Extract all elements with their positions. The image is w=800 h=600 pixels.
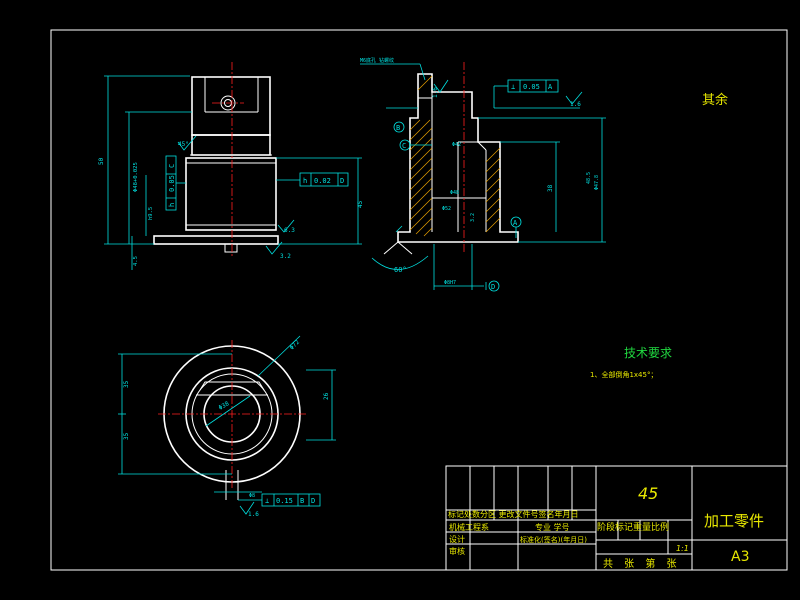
svg-text:M6底孔 钻螺纹: M6底孔 钻螺纹	[360, 57, 394, 64]
part-name: 加工零件	[704, 512, 764, 530]
sheet-size: A3	[731, 549, 749, 565]
scale-value: 1:1	[676, 544, 689, 553]
roughness-symbol	[565, 91, 583, 105]
stage-weight-scale: 阶段标记重量比例	[597, 521, 669, 533]
svg-text:1.6: 1.6	[432, 87, 439, 98]
svg-text:Φ8H7: Φ8H7	[444, 280, 456, 286]
svg-text:60°: 60°	[394, 266, 407, 274]
svg-text:0.02: 0.02	[314, 177, 331, 185]
title-block: 45 加工零件 A3 1:1 标记处数分区 更改文件号签名年月日 机械工程系 专…	[445, 465, 788, 571]
front-body	[185, 157, 277, 231]
tech-requirement-item: 1、全部倒角1x45°；	[590, 370, 657, 379]
svg-text:A: A	[513, 219, 518, 227]
svg-text:Φ52: Φ52	[442, 206, 451, 212]
svg-text:38: 38	[547, 184, 554, 192]
svg-text:6.3: 6.3	[284, 227, 295, 234]
svg-text:Φ72: Φ72	[288, 339, 301, 352]
roughness-symbol	[177, 135, 197, 151]
svg-text:D: D	[311, 497, 315, 505]
svg-text:B: B	[300, 497, 304, 505]
svg-text:Φ8: Φ8	[249, 493, 255, 499]
svg-text:50: 50	[98, 157, 105, 165]
svg-text:Φ38: Φ38	[218, 400, 231, 412]
svg-text:45°: 45°	[178, 141, 189, 148]
svg-text:Φ42: Φ42	[452, 142, 461, 148]
roughness-symbol	[265, 241, 283, 255]
roughness-symbol	[433, 79, 449, 93]
svg-text:B: B	[396, 124, 400, 132]
section-view: M6底孔 钻螺纹 ⊥ 0.05 A 1.6 B C 1.6 Φ42 Φ48 Φ5…	[360, 57, 606, 292]
svg-text:26: 26	[323, 392, 330, 400]
svg-text:1.6: 1.6	[570, 101, 581, 108]
svg-text:48.5: 48.5	[586, 172, 592, 184]
datum-b-marker	[393, 121, 405, 133]
front-flange	[153, 235, 279, 245]
svg-text:h: h	[168, 203, 176, 207]
svg-text:⊥: ⊥	[511, 83, 515, 91]
front-view: 50 Φ48+0.025 h9.5 4.5 45 C 0.05 h h 0.02	[98, 62, 364, 270]
other-roughness-note: 其余	[702, 92, 728, 108]
svg-text:h: h	[303, 177, 307, 185]
front-neck	[191, 134, 271, 156]
front-threaded-hole	[220, 95, 236, 111]
svg-text:C: C	[402, 142, 406, 150]
material-label: 45	[638, 484, 658, 503]
svg-text:Φ48: Φ48	[450, 190, 459, 196]
top-fcf: ⊥ 0.15 B D	[261, 493, 321, 507]
standardization-label: 标准化(签名)(年月日)	[520, 535, 587, 544]
svg-text:Φ47.8: Φ47.8	[594, 175, 600, 190]
department: 机械工程系	[449, 522, 489, 532]
svg-text:h9.5: h9.5	[148, 207, 154, 220]
section-hatch	[409, 75, 501, 237]
front-fcf-right: h 0.02 D	[276, 172, 349, 187]
svg-text:⊥: ⊥	[265, 497, 269, 505]
svg-text:3.2: 3.2	[470, 213, 476, 222]
tech-requirements-title: 技术要求	[624, 346, 672, 360]
svg-text:35: 35	[123, 380, 130, 388]
revision-header: 标记处数分区 更改文件号签名年月日	[448, 509, 579, 519]
section-outline	[397, 73, 519, 243]
designer-label: 设计	[449, 534, 465, 544]
svg-text:C: C	[168, 164, 176, 168]
top-view: 35 35 26 Φ72 Φ38 ⊥ 0.15 B D Φ8 1.6	[118, 335, 336, 518]
svg-text:35: 35	[123, 432, 130, 440]
svg-text:D: D	[491, 283, 495, 291]
svg-text:0.05: 0.05	[523, 83, 540, 91]
svg-text:4.5: 4.5	[133, 256, 139, 266]
roughness-symbol	[239, 501, 255, 515]
roughness-symbol	[277, 219, 295, 233]
datum-d-marker	[488, 280, 500, 292]
svg-text:3.2: 3.2	[280, 253, 291, 260]
audit-label: 审核	[449, 546, 465, 556]
svg-text:0.15: 0.15	[276, 497, 293, 505]
major-id: 专业 学号	[535, 522, 570, 532]
front-fcf-left: C 0.05 h	[165, 155, 186, 211]
svg-text:A: A	[548, 83, 553, 91]
svg-text:0.05: 0.05	[168, 175, 176, 192]
svg-text:1.6: 1.6	[248, 511, 259, 518]
svg-text:D: D	[340, 177, 344, 185]
drawing-border	[50, 29, 788, 571]
svg-text:Φ48+0.025: Φ48+0.025	[133, 162, 139, 192]
sheet-count: 共 张 第 张	[603, 557, 681, 570]
section-fcf: ⊥ 0.05 A	[493, 79, 559, 108]
svg-text:45: 45	[357, 200, 364, 208]
